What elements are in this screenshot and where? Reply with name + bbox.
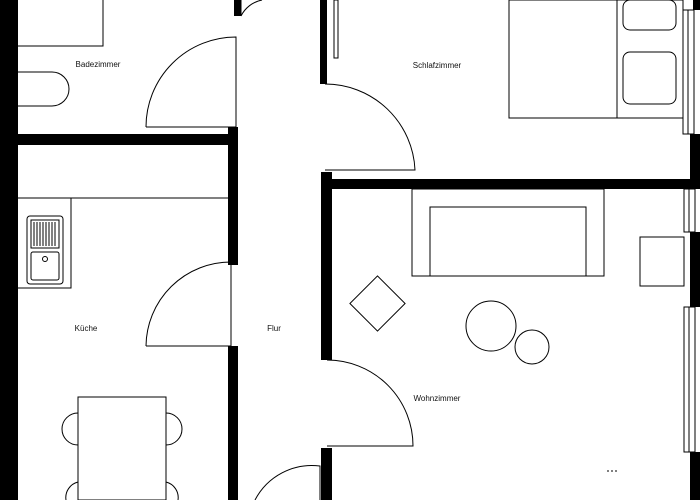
armchair: [349, 275, 406, 332]
wall-hall-living-b: [321, 448, 332, 500]
outer-wall-right-c: [690, 232, 700, 307]
living-room-furniture: [349, 188, 685, 472]
bedroom-closet: [333, 0, 339, 59]
windows: [682, 9, 696, 453]
coffee-table-small: [514, 329, 550, 365]
dining-table: [77, 396, 167, 500]
outer-wall-right-a: [693, 0, 700, 10]
sofa-seat: [429, 206, 587, 277]
bathroom-fixtures: [18, 0, 104, 107]
label-living-room: Wohnzimmer: [414, 394, 461, 403]
coffee-table-large: [465, 300, 517, 352]
toilet: [18, 71, 70, 107]
doors: [145, 0, 416, 500]
label-hallway: Flur: [267, 324, 281, 333]
room-labels: Badezimmer Schlafzimmer Küche Flur Wohnz…: [75, 60, 462, 403]
chair-left-1: [61, 412, 79, 446]
sink-basin: [30, 251, 60, 281]
bed: [508, 0, 684, 119]
kitchen-counter: [18, 197, 228, 289]
door-kitchen: [145, 261, 232, 347]
wall-bath-hall-upper: [234, 0, 241, 16]
chair-left-2: [65, 481, 79, 500]
bedroom-furniture: [508, 0, 684, 119]
label-kitchen: Küche: [75, 324, 98, 333]
chair-right-1: [165, 412, 183, 446]
chair-right-2: [165, 481, 179, 500]
side-table: [639, 236, 685, 287]
door-living-room: [326, 359, 414, 447]
wall-hall-living-a: [321, 172, 332, 360]
pillow-1: [622, 0, 677, 31]
label-bathroom: Badezimmer: [76, 60, 121, 69]
sofa: [411, 188, 605, 277]
label-bedroom: Schlafzimmer: [413, 61, 462, 70]
wall-hall-bedroom: [320, 0, 327, 84]
sink-drainboard: [30, 219, 60, 249]
wall-kitchen-hall-a: [228, 127, 238, 265]
wall-kitchen-hall-b: [228, 346, 238, 500]
sink-drain: [42, 256, 48, 262]
outer-wall-left: [0, 0, 18, 500]
door-bottom: [254, 464, 321, 500]
door-entrance-top: [240, 0, 263, 17]
door-bathroom: [145, 36, 237, 128]
outer-wall-right-d: [690, 452, 700, 500]
pillow-2: [622, 51, 677, 105]
sink-grooves: [33, 222, 56, 246]
sink: [26, 215, 64, 285]
wall-bedroom-living: [328, 179, 700, 189]
kitchen-fixtures: [18, 197, 228, 500]
bathtub: [18, 0, 104, 47]
wall-bath-kitchen: [18, 134, 236, 145]
door-bedroom: [324, 83, 416, 171]
outer-wall-right-b: [690, 134, 700, 189]
